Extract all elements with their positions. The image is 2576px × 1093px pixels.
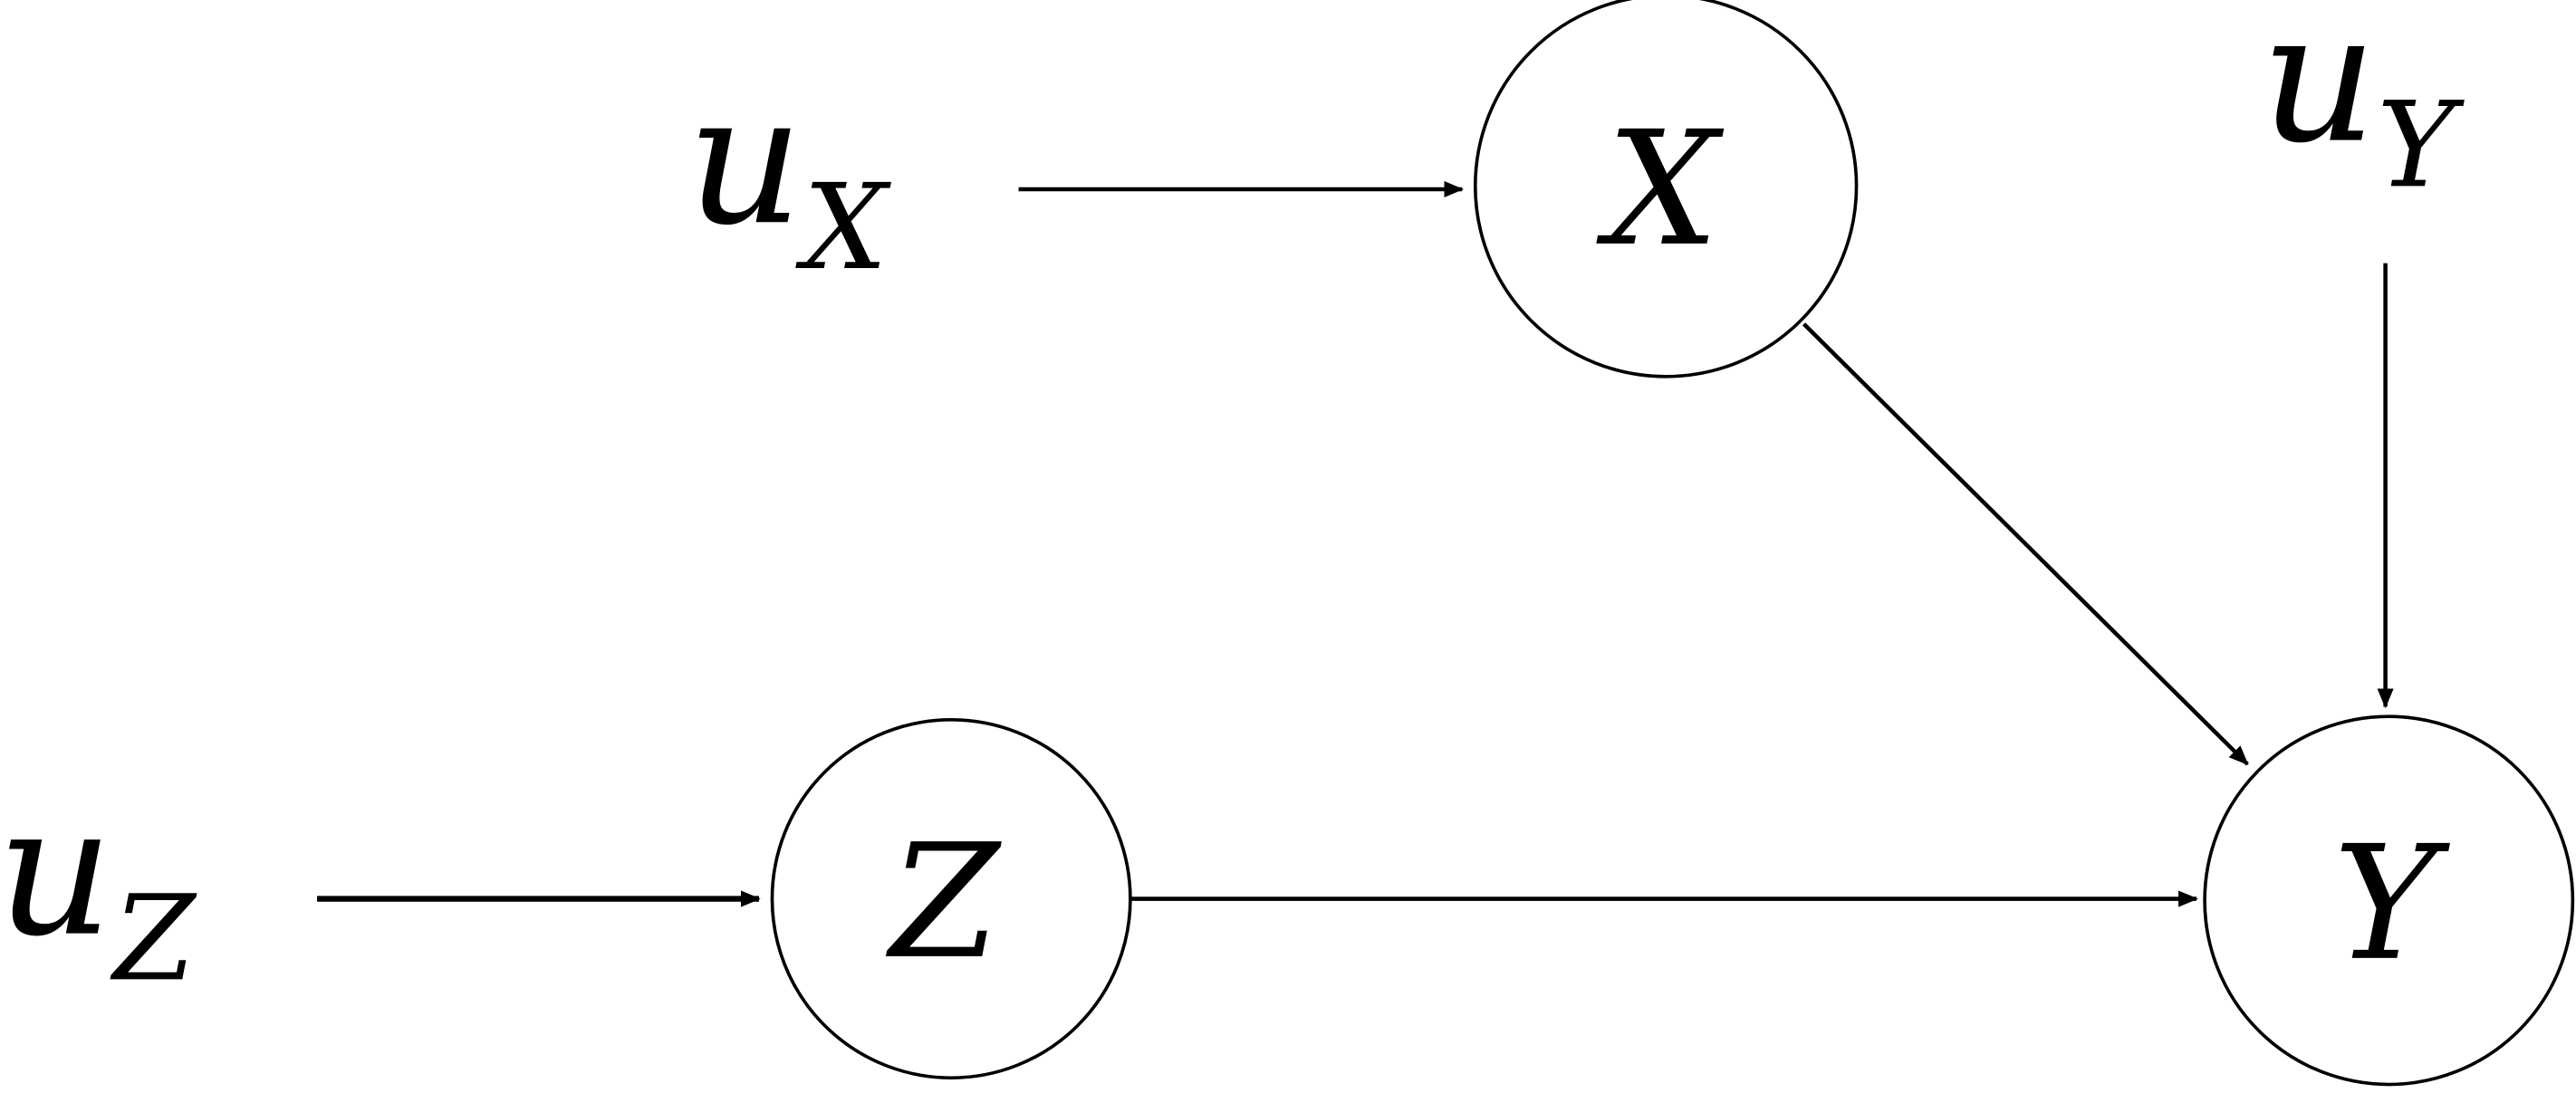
node-X: X	[1474, 0, 1859, 379]
label-uX: uX	[687, 55, 892, 296]
node-Z: Z	[770, 718, 1132, 1080]
node-Y: Y	[2203, 714, 2575, 1087]
edge-X-Y	[1802, 322, 2249, 766]
label-uZ: uZ	[0, 767, 197, 1008]
node-X-label: X	[1596, 98, 1725, 282]
node-Z-label: Z	[885, 810, 1002, 994]
node-Y-label: Y	[2333, 812, 2450, 996]
label-uY: uY	[2261, 0, 2465, 214]
